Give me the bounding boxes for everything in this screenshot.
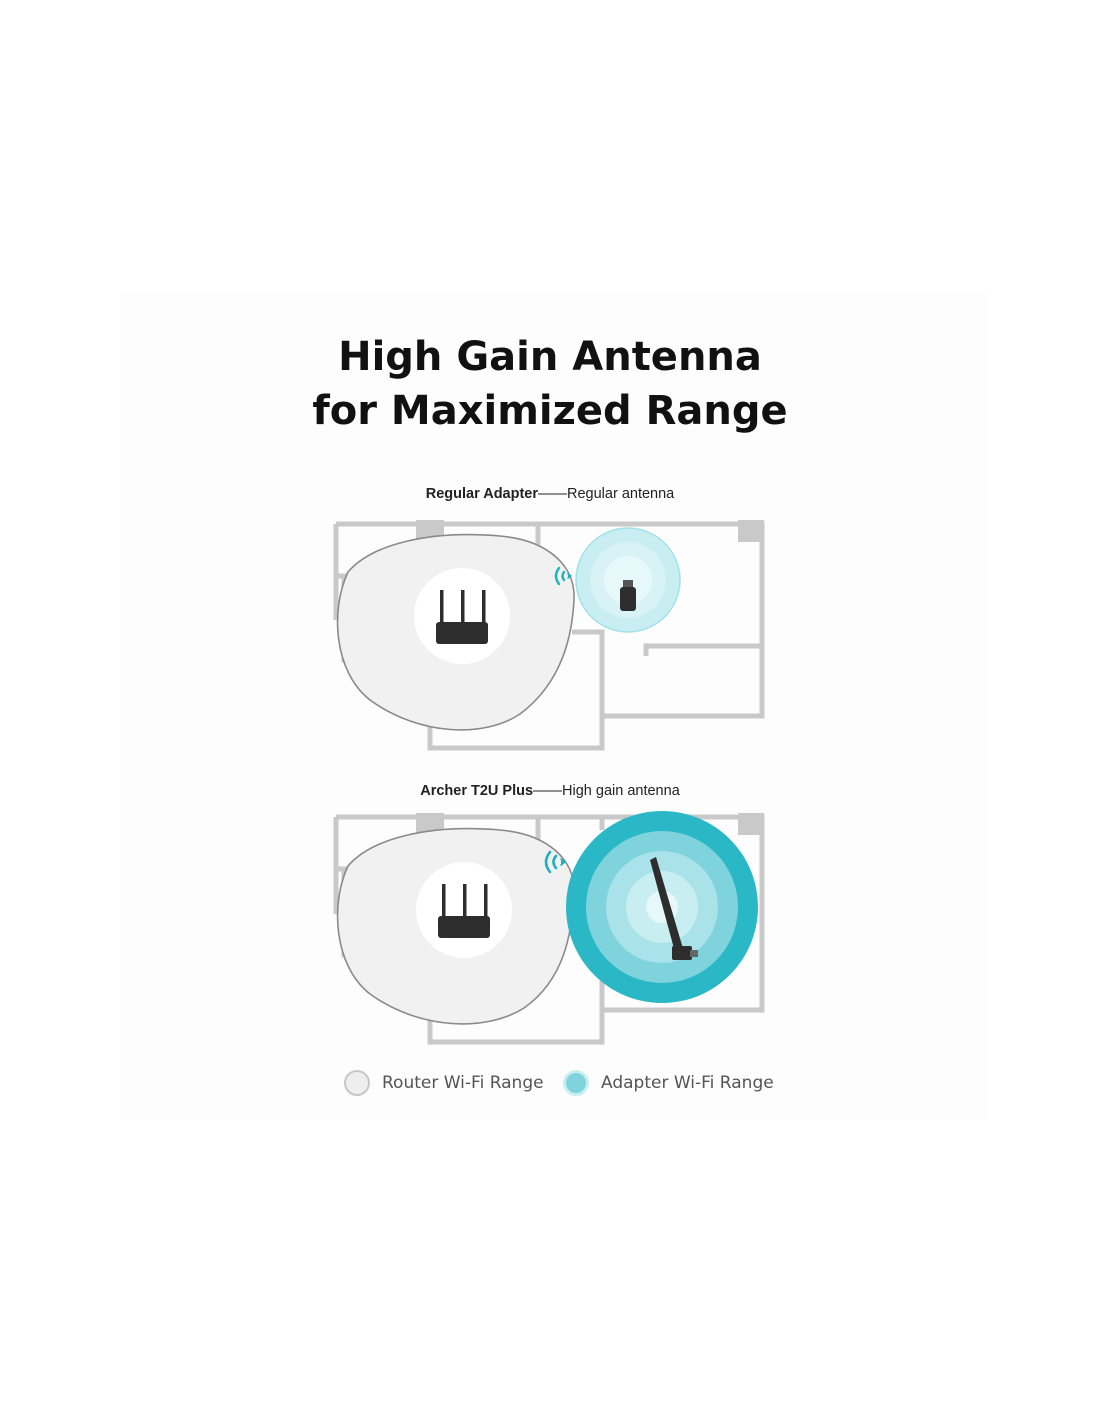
caption-antenna-type: Regular antenna — [567, 486, 675, 502]
regular-adapter-floorplan — [333, 520, 765, 751]
adapter-wifi-range — [566, 811, 758, 1003]
high-gain-adapter-caption: Archer T2U Plus——High gain antenna — [0, 783, 1100, 799]
caption-antenna-type: High gain antenna — [562, 783, 680, 799]
legend-adapter-range: Adapter Wi-Fi Range — [563, 1066, 774, 1100]
router-icon — [414, 568, 510, 664]
caption-separator: —— — [533, 783, 563, 799]
page-title-line-2: for Maximized Range — [312, 388, 788, 434]
interior-wall-3 — [643, 643, 760, 656]
pillar-2 — [738, 813, 764, 835]
background-panel — [120, 290, 990, 1120]
interior-wall-2 — [572, 629, 605, 716]
regular-adapter-caption: Regular Adapter——Regular antenna — [0, 486, 1100, 502]
legend-router-range: Router Wi-Fi Range — [344, 1066, 544, 1100]
pillar-2 — [738, 520, 764, 542]
legend-label: Adapter Wi-Fi Range — [601, 1073, 774, 1093]
wifi-signal-icon — [544, 850, 567, 874]
page-title-line-1: High Gain Antenna — [338, 334, 762, 380]
usb-adapter-icon — [620, 580, 636, 611]
router-range-swatch — [344, 1070, 370, 1096]
legend-label: Router Wi-Fi Range — [382, 1073, 544, 1093]
caption-separator: —— — [538, 486, 568, 502]
high-gain-adapter-icon — [650, 857, 698, 960]
high-gain-adapter-floorplan — [333, 811, 765, 1045]
router-icon — [416, 862, 512, 958]
adapter-range-swatch — [563, 1070, 589, 1096]
caption-device-name: Archer T2U Plus — [420, 783, 534, 799]
wifi-signal-icon — [554, 566, 573, 586]
caption-device-name: Regular Adapter — [425, 486, 539, 502]
